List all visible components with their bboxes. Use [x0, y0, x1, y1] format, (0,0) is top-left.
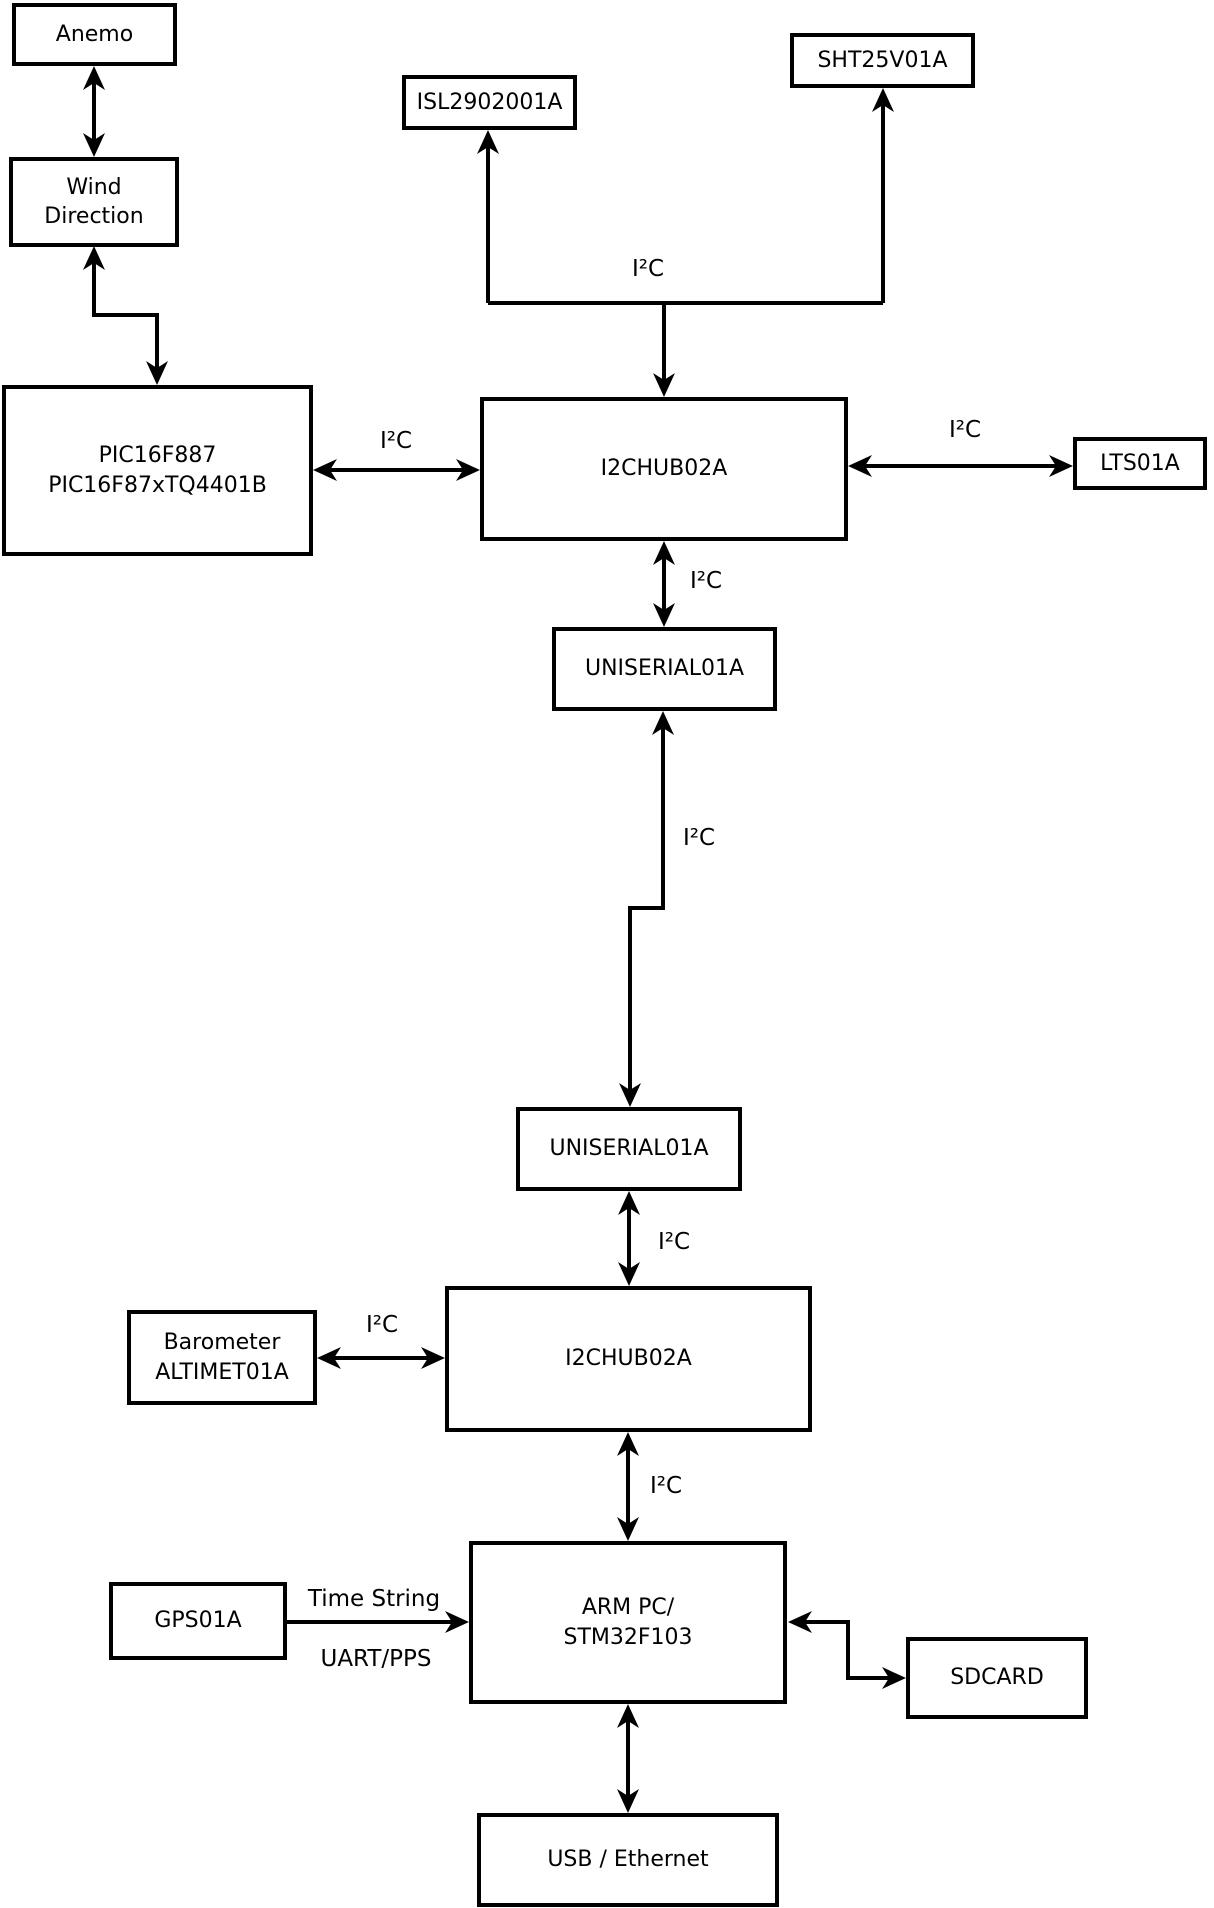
arrowhead	[617, 1789, 639, 1813]
connector-hub1-lts	[848, 455, 1073, 477]
connector-barometer-hub2	[317, 1347, 445, 1369]
edge-label-gps-arm-time-string: Time String	[307, 1586, 441, 1612]
arrowhead	[617, 1704, 639, 1728]
node-arm-pc-stm32f103-label: ARM PC/ STM32F103	[563, 1595, 693, 1650]
node-arm-pc-stm32f103: ARM PC/ STM32F103	[469, 1541, 787, 1704]
node-anemo-label: Anemo	[55, 21, 134, 47]
arrowhead	[146, 361, 168, 385]
connector-arm-sdcard	[788, 1611, 906, 1689]
arrowhead	[83, 66, 105, 90]
connector-uniserial-link	[619, 711, 674, 1107]
node-sdcard: SDCARD	[906, 1637, 1088, 1719]
node-pic16f887-label: PIC16F887 PIC16F87xTQ4401B	[48, 443, 267, 498]
node-uniserial01a-top: UNISERIAL01A	[552, 627, 777, 711]
node-i2chub02a-upper-label: I2CHUB02A	[600, 456, 728, 482]
arrowhead	[1049, 455, 1073, 477]
arrowhead	[313, 459, 337, 481]
node-sht25v01a-label: SHT25V01A	[817, 47, 948, 73]
arrowhead	[421, 1347, 445, 1369]
node-pic16f887: PIC16F887 PIC16F87xTQ4401B	[2, 385, 313, 556]
arrowhead	[83, 246, 105, 270]
node-gps01a: GPS01A	[109, 1582, 287, 1660]
connector-pic-hub1	[313, 459, 480, 481]
arrowhead	[788, 1611, 812, 1633]
node-i2chub02a-lower-label: I2CHUB02A	[565, 1346, 692, 1372]
connector-uniserial-hub2	[618, 1191, 640, 1286]
node-uniserial01a-bottom: UNISERIAL01A	[516, 1107, 742, 1191]
arrowhead	[456, 459, 480, 481]
edge-label-sensor-bus: I²C	[631, 256, 665, 282]
edge-label-pic-hub1: I²C	[379, 428, 413, 454]
edge-label-hub1-uniserial: I²C	[689, 568, 723, 594]
node-sdcard-label: SDCARD	[950, 1665, 1044, 1691]
connector-wind-pic	[83, 246, 168, 385]
edge-label-barometer-hub2: I²C	[365, 1312, 399, 1338]
node-i2chub02a-upper: I2CHUB02A	[480, 397, 848, 541]
node-usb-ethernet: USB / Ethernet	[477, 1813, 779, 1907]
arrowhead	[317, 1347, 341, 1369]
edge-label-hub1-lts: I²C	[948, 417, 982, 443]
edge-label-uniserial-hub2: I²C	[657, 1229, 691, 1255]
node-barometer-altimet01a-label: Barometer ALTIMET01A	[155, 1330, 289, 1385]
node-lts01a-label: LTS01A	[1100, 450, 1180, 476]
node-uniserial01a-top-label: UNISERIAL01A	[584, 656, 745, 682]
arrowhead	[618, 1262, 640, 1286]
connector-sensor-bus	[477, 88, 894, 397]
arrowhead	[477, 130, 499, 154]
arrowhead	[653, 541, 675, 565]
arrowhead	[653, 373, 675, 397]
node-barometer-altimet01a: Barometer ALTIMET01A	[127, 1310, 317, 1405]
arrowhead	[617, 1517, 639, 1541]
connector-hub2-arm	[617, 1432, 639, 1541]
node-isl2902001a-label: ISL2902001A	[416, 89, 563, 115]
node-usb-ethernet-label: USB / Ethernet	[547, 1847, 709, 1873]
node-isl2902001a: ISL2902001A	[402, 75, 577, 130]
node-wind-direction-label: Wind Direction	[44, 174, 144, 229]
node-lts01a: LTS01A	[1073, 437, 1207, 490]
arrowhead	[652, 711, 674, 735]
node-anemo: Anemo	[12, 3, 177, 66]
arrowhead	[83, 133, 105, 157]
connector-gps-arm	[287, 1611, 469, 1633]
node-uniserial01a-bottom-label: UNISERIAL01A	[549, 1136, 709, 1162]
arrowhead	[872, 88, 894, 112]
node-i2chub02a-lower: I2CHUB02A	[445, 1286, 812, 1432]
edge-label-gps-arm-uart-pps: UART/PPS	[320, 1646, 432, 1672]
arrowhead	[618, 1191, 640, 1215]
node-sht25v01a: SHT25V01A	[790, 33, 975, 88]
arrowhead	[619, 1083, 641, 1107]
connector-anemo-wind	[83, 66, 105, 157]
arrowhead	[445, 1611, 469, 1633]
node-gps01a-label: GPS01A	[154, 1608, 242, 1634]
node-wind-direction: Wind Direction	[9, 157, 179, 247]
arrowhead	[882, 1667, 906, 1689]
connector-hub1-uniserial	[653, 541, 675, 627]
edge-label-hub2-arm: I²C	[649, 1473, 683, 1499]
edge-label-uniserial-link: I²C	[682, 825, 716, 851]
arrowhead	[617, 1432, 639, 1456]
arrowhead	[653, 603, 675, 627]
arrowhead	[848, 455, 872, 477]
connector-arm-usb	[617, 1704, 639, 1813]
